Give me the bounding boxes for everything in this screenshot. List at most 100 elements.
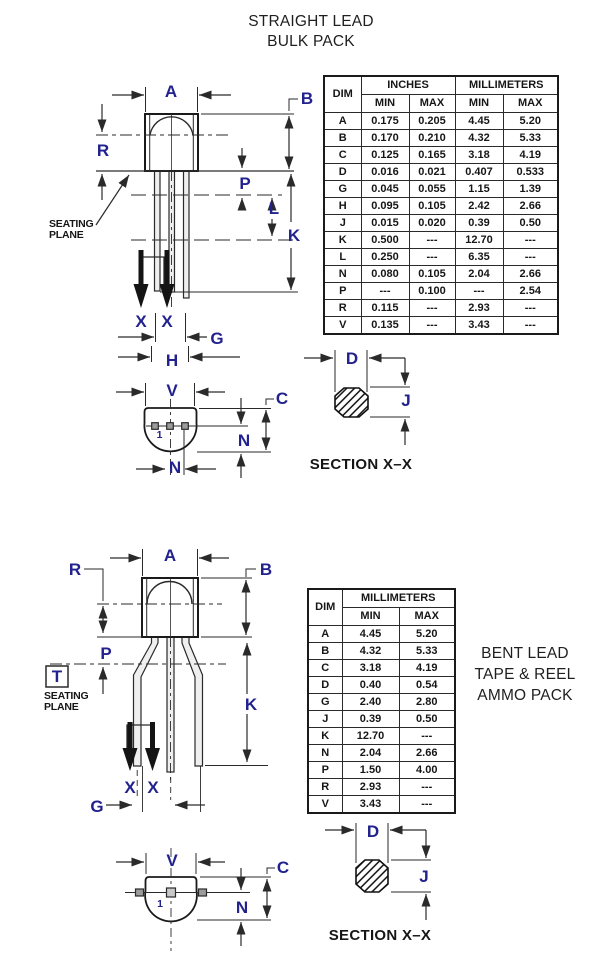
datum-box — [45, 665, 69, 688]
table-cell: 4.19 — [502, 146, 559, 164]
section-cut-arrows — [122, 722, 160, 771]
table-cell: --- — [398, 778, 456, 796]
table-cell: 3.18 — [454, 146, 504, 164]
section-cut-arrows — [133, 250, 175, 308]
table-cell: --- — [408, 231, 456, 249]
table-cell: L — [323, 248, 362, 266]
table-cell: D — [323, 163, 362, 181]
table-cell: B — [323, 129, 362, 147]
dim-d-label: D — [346, 349, 358, 368]
pin1-label: 1 — [157, 898, 163, 910]
dim-h-label: H — [166, 351, 178, 370]
straight-lead-title: STRAIGHT LEAD BULK PACK — [211, 12, 411, 52]
table-cell: G — [323, 180, 362, 198]
pin1-label: 1 — [157, 429, 163, 441]
table-cell: 2.42 — [454, 197, 504, 215]
table-cell: N — [323, 265, 362, 283]
col-header-dim: DIM — [323, 75, 362, 113]
dim-j-label: J — [401, 391, 410, 410]
table-cell: 2.40 — [341, 693, 400, 711]
table-cell: 4.32 — [341, 642, 400, 660]
section-title: SECTION X–X — [310, 456, 413, 473]
table-cell: 0.500 — [360, 231, 410, 249]
table-cell: V — [307, 795, 343, 814]
dim-n-label: N — [236, 898, 248, 917]
table-cell: 2.04 — [454, 265, 504, 283]
dim-k-label: K — [245, 695, 258, 714]
lead-pads — [134, 887, 208, 898]
table-cell: K — [307, 727, 343, 745]
table-cell: --- — [408, 316, 456, 335]
datum-t-label: T — [52, 667, 63, 686]
table-cell: 0.125 — [360, 146, 410, 164]
table-cell: 2.66 — [502, 265, 559, 283]
table-cell: 1.39 — [502, 180, 559, 198]
dim-k-label: K — [288, 226, 301, 245]
section-x-label: X — [135, 312, 147, 331]
dim-p-label: P — [239, 174, 250, 193]
table-cell: C — [323, 146, 362, 164]
bent-lead-bottom-view: 1 V C N — [116, 848, 289, 951]
table-cell: 0.080 — [360, 265, 410, 283]
col-header-min: MIN — [360, 94, 410, 113]
dim-a-label: A — [165, 82, 177, 101]
section-xx-bent: D J SECTION X–X — [325, 822, 431, 944]
bent-lead-front-view: A B R P T SEATING PLANE K X X — [44, 546, 272, 816]
table-cell: 2.54 — [502, 282, 559, 300]
dim-b-label: B — [301, 89, 313, 108]
table-cell: 0.045 — [360, 180, 410, 198]
section-x-label: X — [161, 312, 173, 331]
dim-l-label: L — [269, 199, 279, 218]
package-outline — [143, 407, 198, 453]
lead-cross-section — [355, 859, 389, 893]
table-cell: 0.015 — [360, 214, 410, 232]
table-cell: R — [323, 299, 362, 317]
table-cell: 5.33 — [502, 129, 559, 147]
table-cell: 5.33 — [398, 642, 456, 660]
table-cell: 0.39 — [341, 710, 400, 728]
table-cell: 1.15 — [454, 180, 504, 198]
table-cell: 0.533 — [502, 163, 559, 181]
table-cell: P — [323, 282, 362, 300]
table-cell: 0.210 — [408, 129, 456, 147]
table-cell: 0.055 — [408, 180, 456, 198]
col-header-min: MIN — [454, 94, 504, 113]
table-cell: J — [307, 710, 343, 728]
dim-g-label: G — [90, 797, 103, 816]
col-header-min: MIN — [341, 607, 400, 626]
package-outline — [144, 876, 198, 923]
lead-pads — [151, 422, 189, 430]
col-header-dim: DIM — [307, 588, 343, 626]
table-cell: --- — [408, 299, 456, 317]
table-cell: B — [307, 642, 343, 660]
table-cell: 0.170 — [360, 129, 410, 147]
table-cell: 0.175 — [360, 112, 410, 130]
table-cell: R — [307, 778, 343, 796]
table-cell: 4.00 — [398, 761, 456, 779]
table-cell: A — [307, 625, 343, 643]
table-cell: K — [323, 231, 362, 249]
table-cell: --- — [502, 299, 559, 317]
table-cell: 0.115 — [360, 299, 410, 317]
table-cell: V — [323, 316, 362, 335]
dim-v-label: V — [166, 851, 178, 870]
table-cell: --- — [360, 282, 410, 300]
straight-lead-dim-table: DIM INCHES MILLIMETERS MIN MAX MIN MAX A… — [323, 75, 559, 335]
table-cell: 2.93 — [454, 299, 504, 317]
table-cell: 2.04 — [341, 744, 400, 762]
table-cell: 0.407 — [454, 163, 504, 181]
table-cell: H — [323, 197, 362, 215]
table-cell: P — [307, 761, 343, 779]
seating-plane-label2: PLANE — [49, 229, 84, 241]
table-cell: 4.45 — [341, 625, 400, 643]
